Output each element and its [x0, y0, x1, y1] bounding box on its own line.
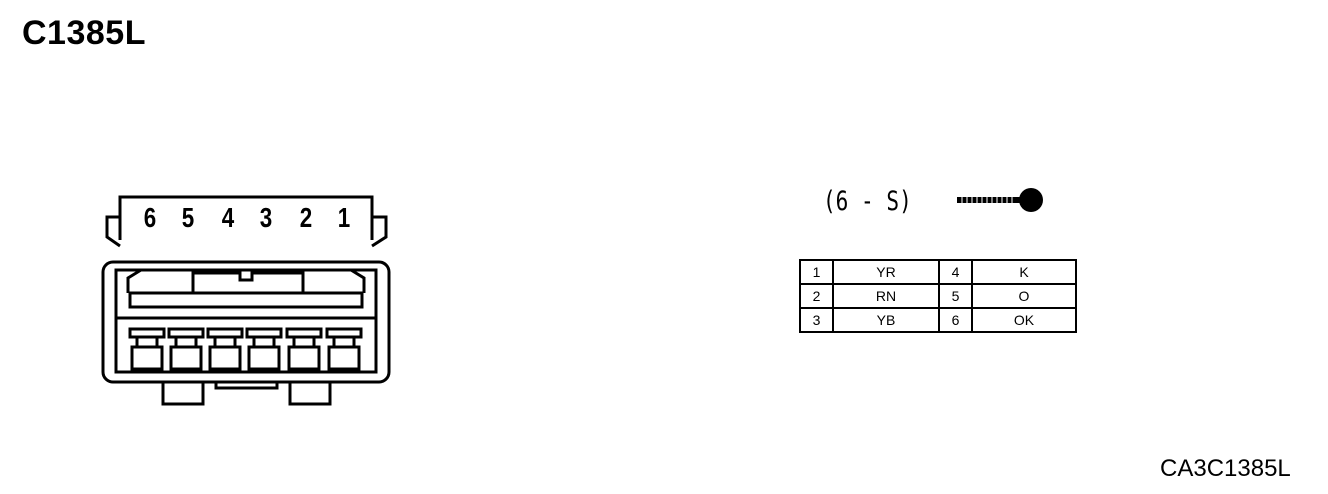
wire-color: YB — [832, 307, 940, 333]
table-row: 3 YB 6 OK — [799, 307, 1077, 333]
reference-code: CA3C1385L — [1160, 455, 1291, 482]
table-row: 2 RN 5 O — [799, 283, 1077, 309]
pin-number: 1 — [799, 259, 834, 285]
connector-title: C1385L — [22, 14, 146, 52]
terminal-3 — [245, 327, 283, 371]
terminal-4 — [206, 327, 244, 371]
cavity-number-1: 1 — [338, 203, 350, 234]
wire-color: RN — [832, 283, 940, 309]
cavity-number-3: 3 — [260, 203, 272, 234]
pin-terminal-icon — [957, 188, 1043, 212]
terminal-6 — [128, 327, 166, 371]
pin-number: 5 — [938, 283, 973, 309]
terminal-2 — [285, 327, 323, 371]
cavity-number-2: 2 — [300, 203, 312, 234]
pin-number: 2 — [799, 283, 834, 309]
pin-number: 6 — [938, 307, 973, 333]
wire-color: O — [971, 283, 1077, 309]
wire-color: YR — [832, 259, 940, 285]
pin-color-table: 1 YR 4 K 2 RN 5 O 3 YB 6 OK — [799, 259, 1077, 333]
cavity-number-4: 4 — [222, 203, 234, 234]
connector-spec-label: (6 - S) — [823, 186, 912, 217]
wire-color: K — [971, 259, 1077, 285]
pin-number: 4 — [938, 259, 973, 285]
cavity-number-5: 5 — [182, 203, 194, 234]
terminal-1 — [325, 327, 363, 371]
wire-color: OK — [971, 307, 1077, 333]
cavity-number-6: 6 — [144, 203, 156, 234]
table-row: 1 YR 4 K — [799, 259, 1077, 285]
pin-number: 3 — [799, 307, 834, 333]
terminal-5 — [167, 327, 205, 371]
